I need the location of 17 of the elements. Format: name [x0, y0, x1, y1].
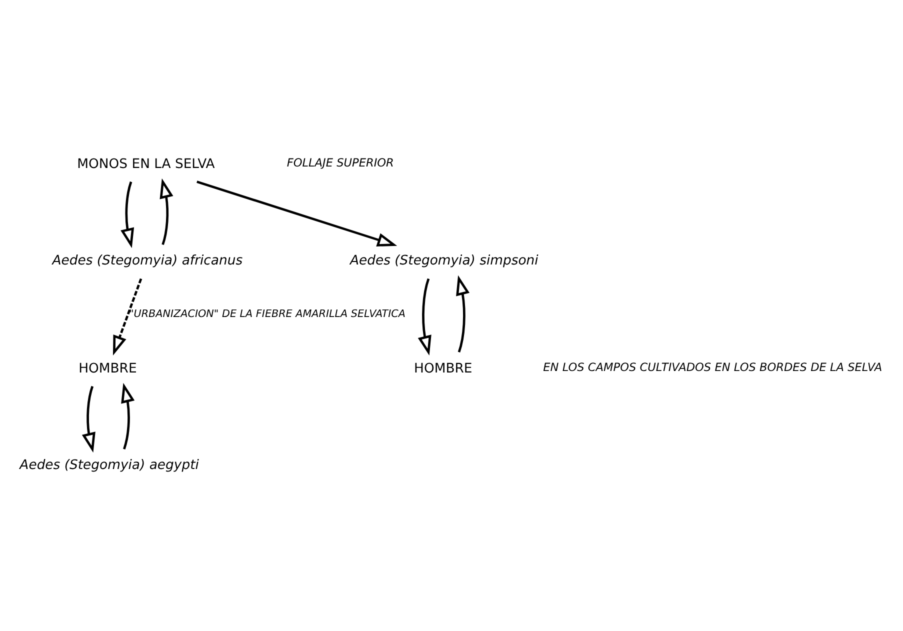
node-text: Aedes (Stegomyia) aegypti	[20, 458, 199, 473]
arrow	[82, 386, 96, 453]
node-text: HOMBRE	[414, 362, 472, 377]
node-text: HOMBRE	[78, 362, 137, 377]
arrow	[120, 181, 134, 248]
label: EN LOS CAMPOS CULTIVADOS EN LOS BORDES DE LA SELVA	[543, 361, 882, 374]
label: FOLLAJE SUPERIOR	[286, 156, 394, 170]
node-text: MONOS EN LA SELVA	[77, 157, 215, 172]
arrow	[418, 278, 432, 356]
arrow	[112, 278, 142, 356]
arrow	[160, 178, 174, 245]
arrow	[121, 382, 135, 450]
node-text: Aedes (Stegomyia) africanus	[52, 253, 243, 268]
edge-label: "URBANIZACION" DE LA FIEBRE AMARILLA SELVATICA	[128, 308, 406, 320]
arrow	[456, 275, 470, 352]
arrow	[196, 180, 398, 246]
node-text: Aedes (Stegomyia) simpsoni	[350, 253, 538, 268]
